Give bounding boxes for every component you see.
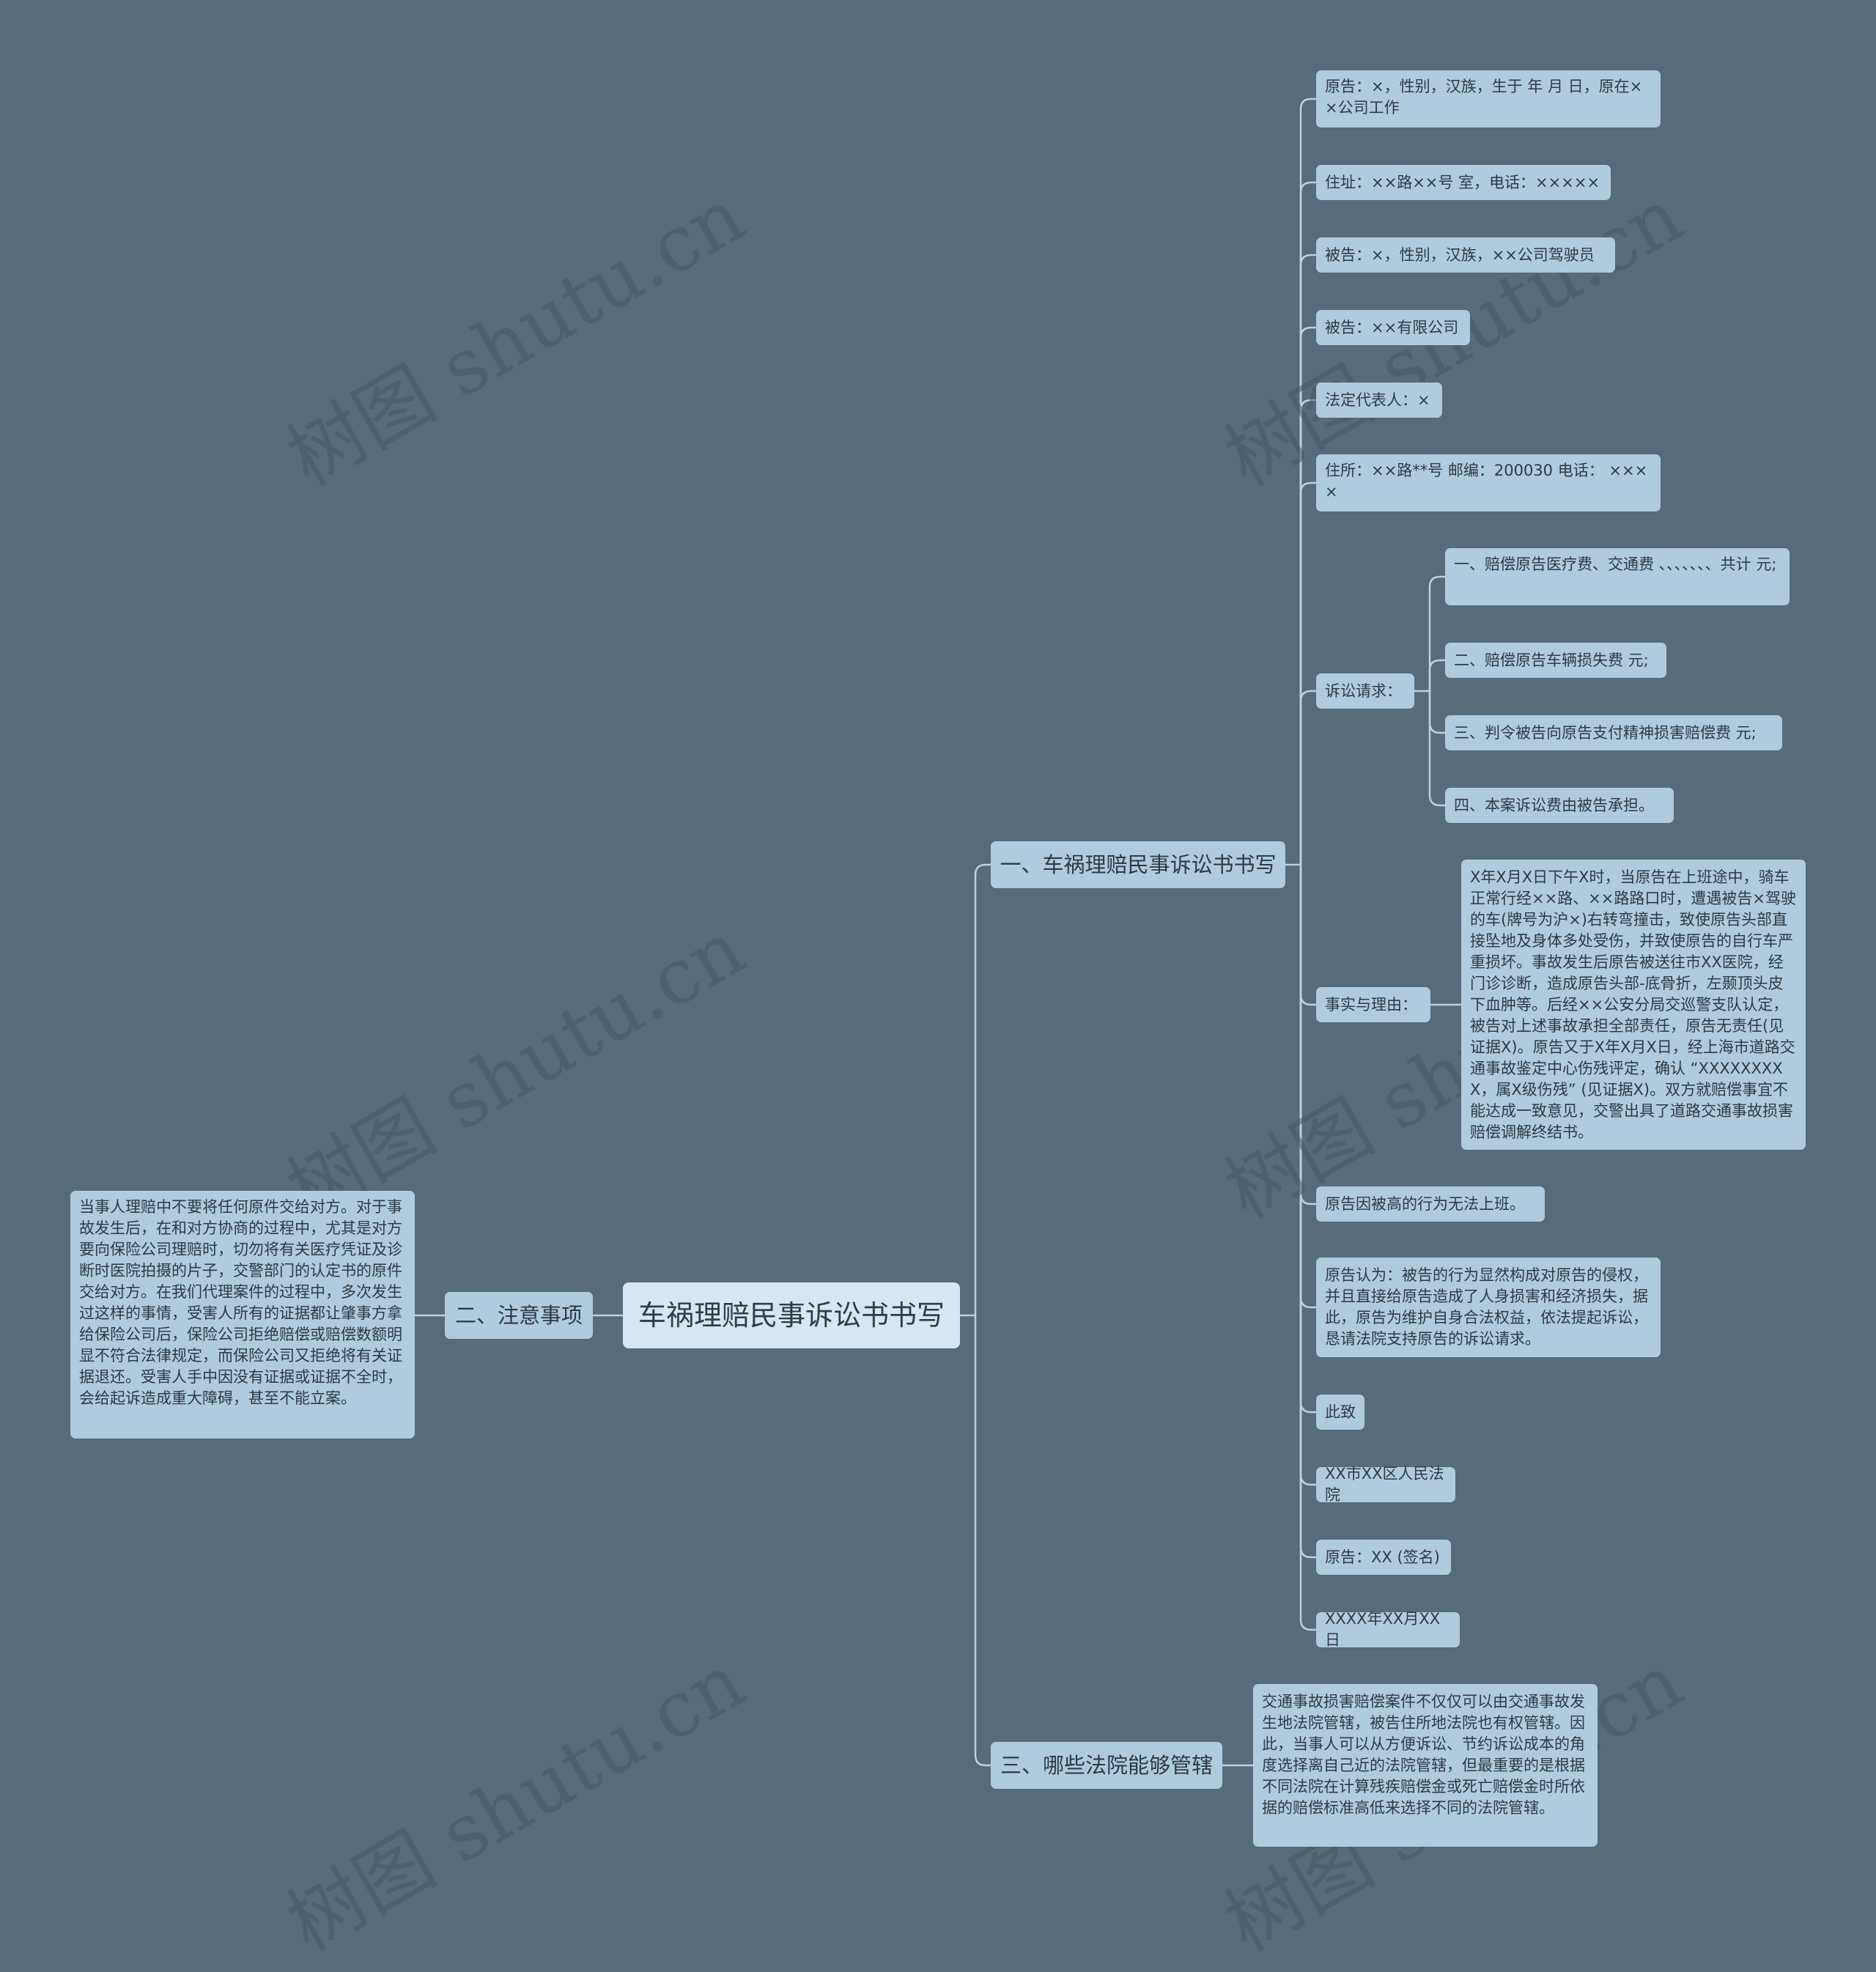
connector-line (1299, 254, 1316, 865)
claims-node[interactable]: 诉讼请求： (1316, 673, 1414, 709)
connector-line (1428, 691, 1445, 807)
precautions-text[interactable]: 当事人理赔中不要将任何原件交给对方。对于事故发生后，在和对方协商的过程中，尤其是… (70, 1191, 415, 1439)
connector-line (1299, 181, 1316, 865)
claim-item[interactable]: 二、赔偿原告车辆损失费 元; (1445, 643, 1666, 678)
branch-node-court-jurisdiction[interactable]: 三、哪些法院能够管辖 (991, 1742, 1222, 1789)
connector-line (1299, 97, 1316, 865)
claim-item[interactable]: 一、赔偿原告医疗费、交通费 、、、、、、、共计 元; (1445, 548, 1790, 605)
connector-line (1428, 575, 1445, 691)
connector-line (1299, 326, 1316, 865)
leaf-legal-representative[interactable]: 法定代表人：× (1316, 383, 1442, 418)
branch-node-lawsuit-writing[interactable]: 一、车祸理赔民事诉讼书书写 (991, 841, 1285, 888)
facts-text[interactable]: X年X月X日下午X时，当原告在上班途中，骑车正常行经××路、××路路口时，遭遇被… (1461, 860, 1806, 1150)
claim-item[interactable]: 四、本案诉讼费由被告承担。 (1445, 788, 1674, 823)
leaf-defendant-person[interactable]: 被告：×，性别，汉族，××公司驾驶员 (1316, 237, 1615, 273)
connector-line (974, 1315, 991, 1767)
connector-line (1299, 865, 1316, 1309)
connector-line (1299, 865, 1316, 1205)
leaf-cannot-work[interactable]: 原告因被高的行为无法上班。 (1316, 1186, 1545, 1222)
leaf-plaintiff[interactable]: 原告：×，性别，汉族，生于 年 月 日，原在××公司工作 (1316, 70, 1661, 128)
connector-line (1299, 865, 1316, 1486)
connector-line (1428, 691, 1445, 734)
leaf-address[interactable]: 住址：××路××号 室，电话：××××× (1316, 165, 1611, 200)
leaf-residence[interactable]: 住所：××路**号 邮编：200030 电话： ×××× (1316, 454, 1661, 512)
connector-line (1299, 865, 1316, 1414)
connector-line (974, 863, 991, 1315)
connector-line (1299, 481, 1316, 865)
connector-line (1299, 865, 1316, 1006)
leaf-defendant-company[interactable]: 被告：××有限公司 (1316, 310, 1470, 345)
claim-item[interactable]: 三、判令被告向原告支付精神损害赔偿费 元; (1445, 715, 1782, 750)
leaf-plaintiff-opinion[interactable]: 原告认为：被告的行为显然构成对原告的侵权，并且直接给原告造成了人身损害和经济损失… (1316, 1258, 1661, 1357)
connector-line (1428, 659, 1445, 691)
connector-line (1299, 399, 1316, 865)
leaf-court[interactable]: XX市XX区人民法院 (1316, 1465, 1455, 1504)
leaf-ci-zhi[interactable]: 此致 (1316, 1395, 1364, 1430)
leaf-date[interactable]: XXXX年XX月XX日 (1316, 1610, 1460, 1649)
root-node[interactable]: 车祸理赔民事诉讼书书写 (623, 1282, 960, 1348)
jurisdiction-text[interactable]: 交通事故损害赔偿案件不仅仅可以由交通事故发生地法院管辖，被告住所地法院也有权管辖… (1253, 1684, 1598, 1847)
connector-lines (415, 97, 1461, 1767)
branch-node-precautions[interactable]: 二、注意事项 (445, 1292, 593, 1339)
connector-line (1299, 865, 1316, 1631)
connector-line (1299, 690, 1316, 865)
connector-line (1299, 865, 1316, 1559)
facts-node[interactable]: 事实与理由： (1316, 987, 1430, 1022)
leaf-signature[interactable]: 原告：XX (签名) (1316, 1540, 1451, 1575)
